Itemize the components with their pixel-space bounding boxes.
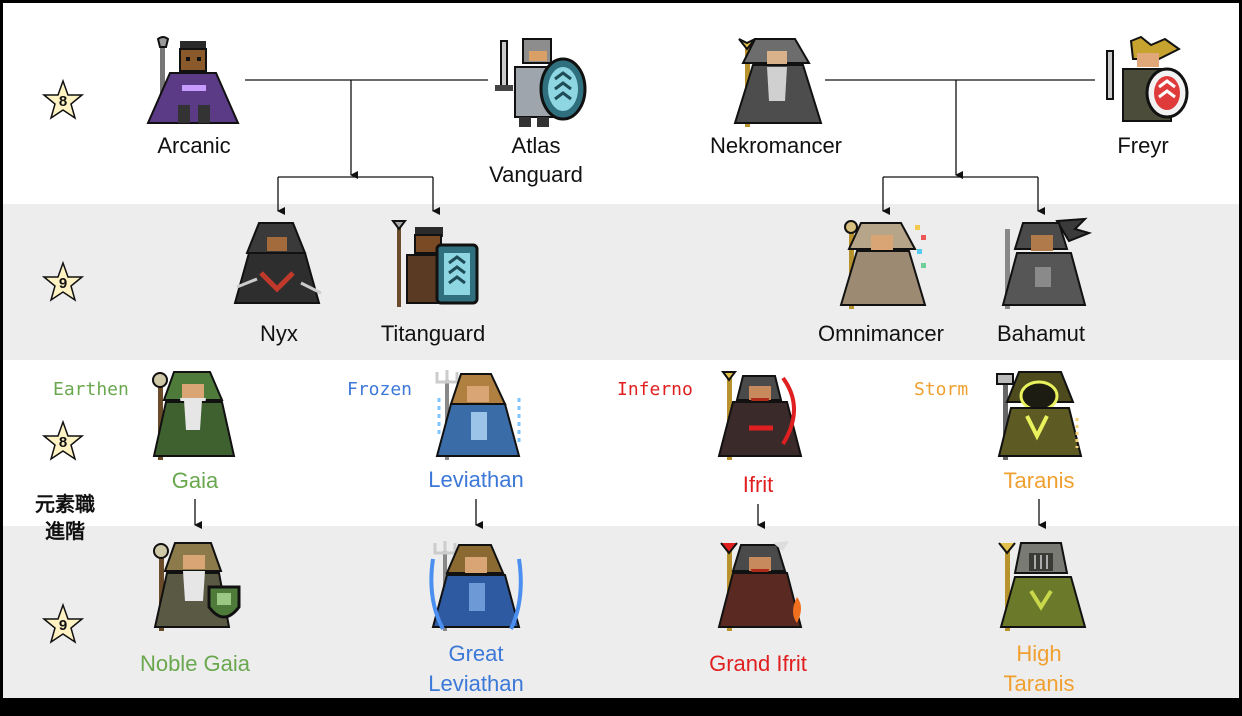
noble-gaia-sprite bbox=[147, 539, 243, 635]
leviathan-label: Leviathan bbox=[428, 467, 524, 492]
elemental-advancement-label: 元素職 進階 bbox=[21, 491, 109, 545]
elemental-tier-9-star-icon: 9 bbox=[42, 603, 84, 645]
high-taranis-label-line-1: High bbox=[1016, 641, 1062, 666]
elemental-label-line-1: 元素職 bbox=[35, 492, 95, 516]
taranis-sprite bbox=[991, 368, 1087, 464]
grand-ifrit-label: Grand Ifrit bbox=[709, 651, 807, 676]
grand-ifrit-sprite bbox=[713, 539, 809, 635]
freyr-label: Freyr bbox=[1117, 133, 1169, 158]
leviathan-sprite bbox=[431, 368, 527, 464]
class-tree-canvas: 8 9 8 9 元素職 進階 bbox=[3, 3, 1239, 698]
storm-element-label: Storm bbox=[914, 379, 969, 400]
great-leviathan-sprite bbox=[429, 539, 525, 635]
noble-gaia-label: Noble Gaia bbox=[139, 651, 251, 676]
gaia-label: Gaia bbox=[171, 468, 219, 493]
atlas-vanguard-label-line-1: Atlas bbox=[511, 133, 561, 158]
omnimancer-label: Omnimancer bbox=[818, 321, 944, 346]
titanguard-label: Titanguard bbox=[380, 321, 486, 346]
ifrit-sprite bbox=[713, 368, 809, 464]
ifrit-label: Ifrit bbox=[742, 472, 774, 497]
inferno-element-label: Inferno bbox=[617, 379, 693, 400]
titanguard-sprite bbox=[385, 217, 481, 313]
tier-8-star-icon: 8 bbox=[42, 79, 84, 121]
tier-9-star-number: 9 bbox=[58, 274, 68, 292]
nekromancer-label: Nekromancer bbox=[709, 133, 843, 158]
atlas-vanguard-sprite bbox=[493, 35, 589, 131]
omnimancer-sprite bbox=[835, 217, 931, 313]
high-taranis-sprite bbox=[995, 539, 1091, 635]
great-leviathan-label-line-1: Great bbox=[448, 641, 504, 666]
nyx-sprite bbox=[231, 217, 327, 313]
gaia-sprite bbox=[146, 368, 242, 464]
nekromancer-sprite bbox=[729, 35, 825, 131]
high-taranis-label-line-2: Taranis bbox=[1003, 671, 1075, 696]
tier-9-star-icon: 9 bbox=[42, 261, 84, 303]
atlas-vanguard-label-line-2: Vanguard bbox=[489, 162, 583, 187]
great-leviathan-label-line-2: Leviathan bbox=[428, 671, 524, 696]
arcanic-label: Arcanic bbox=[157, 133, 231, 158]
elemental-tier-8-star-number: 8 bbox=[58, 433, 68, 451]
frozen-element-label: Frozen bbox=[347, 379, 413, 400]
nyx-label: Nyx bbox=[260, 321, 298, 346]
arcanic-sprite bbox=[146, 35, 242, 131]
elemental-tier-8-star-icon: 8 bbox=[42, 420, 84, 462]
elemental-tier-9-star-number: 9 bbox=[58, 616, 68, 634]
earthen-element-label: Earthen bbox=[53, 379, 129, 400]
taranis-label: Taranis bbox=[1003, 468, 1075, 493]
elemental-label-line-2: 進階 bbox=[45, 519, 85, 543]
freyr-sprite bbox=[1101, 35, 1197, 131]
bahamut-sprite bbox=[997, 217, 1093, 313]
bahamut-label: Bahamut bbox=[996, 321, 1086, 346]
tier-8-star-number: 8 bbox=[58, 92, 68, 110]
